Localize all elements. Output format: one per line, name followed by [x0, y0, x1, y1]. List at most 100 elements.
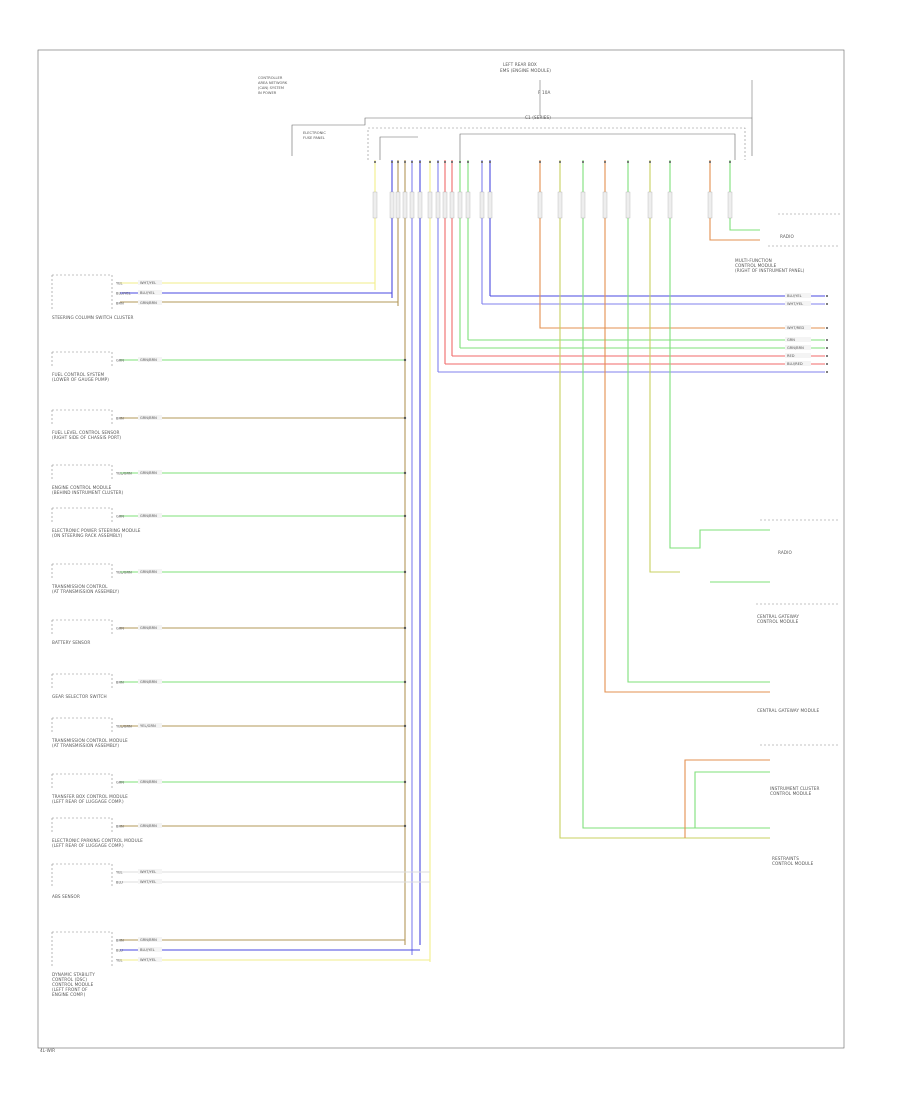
diagram-frame	[37, 49, 845, 1049]
wire-tag	[625, 191, 631, 219]
component-name: (BEHIND INSTRUMENT CLUSTER)	[52, 490, 124, 495]
pin-label: BRN	[116, 825, 124, 829]
wire-44	[649, 160, 680, 573]
component-name: CONTROL MODULE	[52, 982, 94, 987]
wire-tag	[465, 191, 471, 219]
pin-label: YEL/GRN	[116, 725, 132, 729]
pin-label: BLU	[116, 881, 123, 885]
connector-pin	[404, 161, 406, 163]
wire-color-label: GRN/BRN	[140, 416, 157, 420]
pin-label: GRN	[116, 781, 124, 785]
connector-pin	[826, 303, 828, 305]
wire-tag	[727, 191, 733, 219]
component-name: RADIO	[778, 550, 792, 555]
component-name: CONTROL MODULE	[770, 791, 812, 796]
wire-46	[709, 160, 760, 241]
wire-tag	[487, 191, 493, 219]
side-label-left-1: FUSE PANEL	[303, 136, 325, 140]
splice-dot	[403, 416, 407, 420]
splice-dot	[403, 680, 407, 684]
top-left-note-1: AREA NETWORK	[258, 81, 288, 85]
pin-label: YEL	[116, 959, 122, 963]
pin-label: BRN	[116, 302, 124, 306]
wire-47	[729, 160, 760, 231]
component-name: ABS SENSOR	[52, 894, 80, 899]
wire-color-label: GRN/BRN	[140, 514, 157, 518]
wire-color-tag	[138, 357, 162, 362]
wire-tag	[435, 191, 441, 219]
component-box	[51, 773, 113, 788]
splice-dot	[403, 514, 407, 518]
wire-color-tag	[785, 293, 811, 298]
connector-pin	[451, 161, 453, 163]
bus-bar	[459, 133, 736, 160]
connector-pin	[826, 363, 828, 365]
wire-tag	[580, 191, 586, 219]
pin-label: GRN	[116, 627, 124, 631]
connector-pin	[826, 295, 828, 297]
wire-color-tag	[138, 823, 162, 828]
wire-color-label: GRN/BRN	[140, 626, 157, 630]
component-name: (LEFT REAR OF LUGGAGE COMP.)	[52, 843, 124, 848]
component-name: CENTRAL GATEWAY	[757, 614, 799, 619]
wire-color-tag	[138, 415, 162, 420]
wire-tag	[449, 191, 455, 219]
component-name: ELECTRONIC POWER STEERING MODULE	[52, 528, 141, 533]
pin-label: GRN	[116, 359, 124, 363]
component-name: (LOWER OF GAUGE PUMP)	[52, 377, 109, 382]
component-name: ELECTRONIC PARKING CONTROL MODULE	[52, 838, 143, 843]
pin-label: YEL	[116, 871, 122, 875]
pin-label: BLU/YEL	[116, 292, 131, 296]
connector-pin	[826, 339, 828, 341]
wire-tag	[389, 191, 395, 219]
wire-color-label: WHT/YEL	[140, 880, 156, 884]
wire-color-label: WHT/YEL	[140, 870, 156, 874]
wire-color-tag	[138, 957, 162, 962]
wire-color-label: BLU/YEL	[140, 948, 155, 952]
connector-pin	[669, 161, 671, 163]
component-name: CONTROL MODULE	[772, 861, 814, 866]
component-name: (LEFT REAR OF LUGGAGE COMP.)	[52, 799, 124, 804]
connector-pin	[729, 161, 731, 163]
wire-color-label: WHT/YEL	[140, 958, 156, 962]
wire-43	[627, 160, 770, 683]
splice-dot	[403, 358, 407, 362]
wire-45	[669, 160, 770, 549]
connector-pin	[489, 161, 491, 163]
right-component-2: RADIO	[778, 550, 792, 555]
pin-label: BRN	[116, 681, 124, 685]
wire-tag	[647, 191, 653, 219]
wire-color-tag	[138, 723, 162, 728]
wire-color-label: BLU/YEL	[787, 294, 802, 298]
wire-color-tag	[138, 569, 162, 574]
pin-label: BLU	[116, 949, 123, 953]
wire-color-label: GRN/BRN	[140, 358, 157, 362]
component-box	[51, 717, 113, 732]
left-component-1: GRN GRN/BRN FUEL CONTROL SYSTEM(LOWER OF G…	[51, 351, 162, 382]
wire-tag	[479, 191, 485, 219]
component-name: GEAR SELECTOR SWITCH	[52, 694, 107, 699]
component-name: FUEL CONTROL SYSTEM	[52, 372, 104, 377]
wire-color-tag	[785, 301, 811, 306]
component-box	[51, 507, 113, 522]
wire-49	[684, 759, 770, 838]
fuse-label: F 10A	[538, 90, 550, 95]
wire-color-label: WHT/YEL	[787, 302, 803, 306]
connector-pin	[411, 161, 413, 163]
component-name: STEERING COLUMN SWITCH CLUSTER	[52, 315, 133, 320]
wire-tag	[372, 191, 378, 219]
component-name: CONTROL MODULE	[735, 263, 777, 268]
wire-tag	[457, 191, 463, 219]
component-name: RADIO	[780, 234, 794, 239]
connector-pin	[419, 161, 421, 163]
pin-layer	[372, 161, 733, 828]
wire-color-tag	[138, 300, 162, 305]
wire-color-tag	[785, 325, 811, 330]
connector-pin	[391, 161, 393, 163]
